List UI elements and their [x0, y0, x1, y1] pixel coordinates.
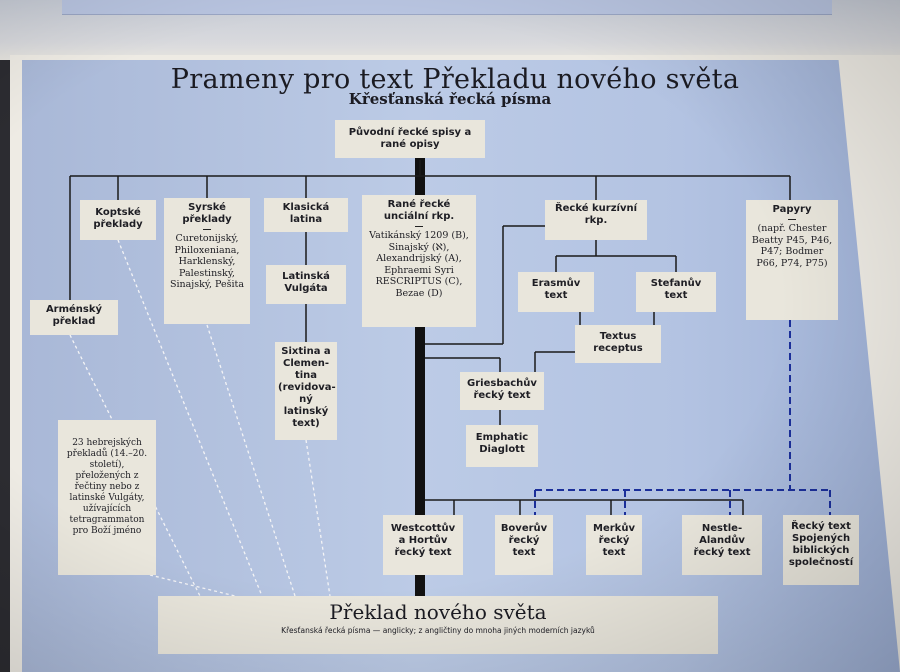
receptus-label: Textus receptus — [593, 331, 643, 354]
klasicka-node: Klasická latina — [264, 198, 348, 232]
chart-subtitle: Křesťanská řecká písma — [348, 90, 552, 108]
stefanuv-node: Stefanův text — [636, 272, 716, 312]
klasicka-label: Klasická latina — [282, 202, 330, 225]
spojene-label: Řecký text Spojených biblických společno… — [788, 521, 854, 568]
root-label: Původní řecké spisy a rané opisy — [348, 127, 472, 150]
armensky-node: Arménský překlad — [30, 300, 118, 335]
papyry-body: (např. Chester Beatty P45, P46, P47; Bod… — [751, 223, 833, 269]
boveruv-label: Boverův řecký text — [500, 523, 548, 558]
main-trunk-line — [415, 158, 425, 598]
vulgata-node: Latinská Vulgáta — [266, 265, 346, 304]
kurzivni-node: Řecké kurzívní rkp. — [545, 200, 647, 240]
root-node: Původní řecké spisy a rané opisy — [335, 120, 485, 158]
syrske-label: Syrské překlady — [182, 202, 232, 225]
spojene-node: Řecký text Spojených biblických společno… — [783, 515, 859, 585]
receptus-node: Textus receptus — [575, 325, 661, 363]
erasmuv-label: Erasmův text — [531, 278, 581, 301]
uncialni-node: Rané řecké unciální rkp. Vatikánský 1209… — [362, 195, 476, 327]
previous-page-edge — [0, 0, 900, 60]
papyry-rule — [788, 219, 796, 220]
sixtina-node: Sixtina a Clemen-tina (revidova-ný latin… — [275, 342, 337, 440]
footer-caption: Křesťanská řecká písma — anglicky; z ang… — [281, 626, 595, 635]
syrske-body: Curetonijský, Philoxeniana, Harklenský, … — [169, 233, 245, 290]
nestle-node: Nestle-Alandův řecký text — [682, 515, 762, 575]
uncialni-body: Vatikánský 1209 (B), Sinajský (ℵ), Alexa… — [369, 230, 469, 299]
boveruv-node: Boverův řecký text — [495, 515, 553, 575]
stefanuv-label: Stefanův text — [650, 278, 702, 301]
erasmuv-node: Erasmův text — [518, 272, 594, 312]
griesbach-label: Griesbachův řecký text — [467, 378, 537, 401]
papyri-dashed-links — [534, 320, 831, 515]
uncialni-label: Rané řecké unciální rkp. — [383, 199, 455, 222]
footer-box: Překlad nového světa Křesťanská řecká pí… — [158, 596, 718, 654]
sixtina-label: Sixtina a Clemen-tina (revidova-ný latin… — [278, 346, 336, 429]
uncialni-rule — [415, 226, 423, 227]
emphatic-label: Emphatic Diaglott — [475, 432, 529, 455]
papyry-label: Papyry — [772, 204, 812, 215]
westcott-label: Westcottův a Hortův řecký text — [390, 523, 456, 558]
merkuv-label: Merkův řecký text — [593, 523, 635, 558]
westcott-node: Westcottův a Hortův řecký text — [383, 515, 463, 575]
armensky-label: Arménský překlad — [45, 304, 103, 327]
previous-page-strip — [62, 0, 832, 15]
koptske-node: Koptské překlady — [80, 200, 156, 240]
kurzivni-label: Řecké kurzívní rkp. — [554, 203, 638, 226]
nestle-label: Nestle-Alandův řecký text — [693, 523, 751, 558]
vulgata-label: Latinská Vulgáta — [282, 271, 330, 294]
emphatic-node: Emphatic Diaglott — [466, 425, 538, 467]
griesbach-node: Griesbachův řecký text — [460, 372, 544, 410]
hebrejske-body: 23 hebrejských překladů (14.–20. století… — [66, 438, 148, 536]
papyry-node: Papyry (např. Chester Beatty P45, P46, P… — [746, 200, 838, 320]
merkuv-node: Merkův řecký text — [586, 515, 642, 575]
syrske-rule — [203, 229, 211, 230]
koptske-label: Koptské překlady — [93, 207, 143, 230]
chart-title: Prameny pro text Překladu nového světa — [170, 64, 740, 95]
footer-title: Překlad nového světa — [329, 600, 547, 624]
hebrejske-node: 23 hebrejských překladů (14.–20. století… — [58, 420, 156, 575]
syrske-node: Syrské překlady Curetonijský, Philoxenia… — [164, 198, 250, 324]
